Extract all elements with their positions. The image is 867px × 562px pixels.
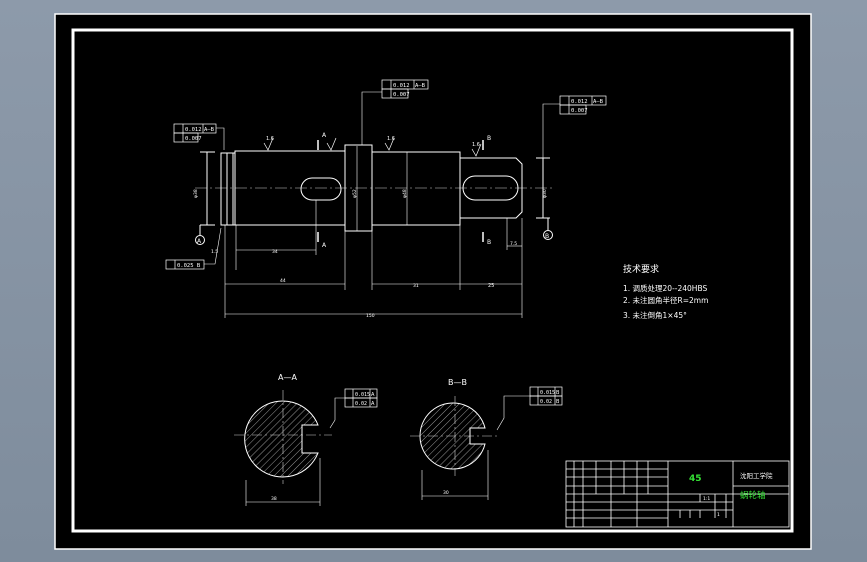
section-bb: B—B 30 0.015 0.02 B B [410,378,563,500]
tol-top-a: 0.012 [393,83,410,89]
tech-item-1: 1. 调质处理20--240HBS [623,283,707,293]
sheet-text: 1 [717,512,720,518]
drawing-sheet [54,13,812,550]
dia-left: φ38 [193,189,199,198]
tol-right-a: 0.012 [571,99,588,105]
part-name-text: 蜗轮轴 [740,490,766,501]
roughness-1: 1.6 [266,136,274,142]
aa-datum-1: A [371,392,375,398]
material-text: 45 [689,474,702,484]
section-aa: A—A 38 0.015 0.02 A A [234,373,378,506]
school-text: 沈阳工学院 [740,471,773,480]
title-block [565,460,790,528]
dim-mid-seg: 31 [413,283,419,289]
bb-width-dim: 30 [443,490,449,496]
cut-a-bottom: A [322,242,327,249]
dia-collar: φ52 [352,189,358,198]
dia-right: φ30 [542,189,548,198]
tol-bb-1: 0.015 [540,390,555,396]
tech-title: 技术要求 [623,263,659,275]
keyway-right [462,175,519,201]
bb-datum-1: B [556,390,560,396]
tol-right-c: 0.007 [571,108,588,114]
tol-aa-2: 0.02 [355,401,367,407]
shaft-front-view [195,91,560,318]
tol-left-b: A—B [204,127,215,133]
fcf-boxes [165,79,607,270]
tol-right-b: A—B [593,99,604,105]
shaft-labels: A A B B 1.6 1.6 1.6 A B 150 44 31 25 34 … [193,132,549,319]
shaft-segment-3 [459,157,523,219]
dia-mid: φ48 [402,189,408,198]
fcf-bottom [165,259,205,270]
cut-a-top: A [322,132,327,139]
tol-bottom: 0.025 B [177,263,201,269]
dim-end-right: 7.5 [510,241,517,247]
tech-item-2: 2. 未注圆角半径R=2mm [623,295,708,305]
dim-left-small: 1.5 [211,249,218,255]
tech-item-3: 3. 未注倒角1×45° [623,310,687,320]
cut-b-top: B [487,135,491,142]
aa-datum-2: A [371,401,375,407]
title-block-texts: 45 沈阳工学院 蜗轮轴 1:1 1 [689,471,773,518]
tol-aa-1: 0.015 [355,392,370,398]
tol-left-c: 0.007 [185,136,202,142]
fcf-top-2 [381,88,409,99]
drawing-border [71,28,794,533]
roughness-3: 1.6 [472,142,480,148]
dim-left-seg: 44 [280,278,286,284]
datum-a: A [197,238,202,245]
section-bb-label: B—B [448,378,467,387]
aa-width-dim: 38 [271,496,277,502]
fcf-left-2 [173,132,199,143]
section-aa-body [244,400,319,478]
tol-top-c: 0.007 [393,92,410,98]
section-aa-label: A—A [278,373,297,382]
fcf-texts: 0.012 A—B 0.007 0.012 A—B 0.007 0.012 A—… [177,83,604,269]
tol-top-b: A—B [415,83,426,89]
dim-key-a: 34 [272,249,278,255]
dim-right-seg: 25 [488,283,494,289]
tol-bb-2: 0.02 [540,399,552,405]
tol-left-a: 0.012 [185,127,202,133]
cut-b-bottom: B [487,239,491,246]
fcf-right-2 [559,104,587,115]
datum-b: B [545,233,549,240]
tech-requirements: 技术要求 1. 调质处理20--240HBS 2. 未注圆角半径R=2mm 3.… [623,263,708,320]
bb-datum-2: B [556,399,560,405]
scale-text: 1:1 [703,496,710,502]
dim-overall: 150 [366,313,375,319]
keyway-left [300,177,342,201]
roughness-2: 1.6 [387,136,395,142]
